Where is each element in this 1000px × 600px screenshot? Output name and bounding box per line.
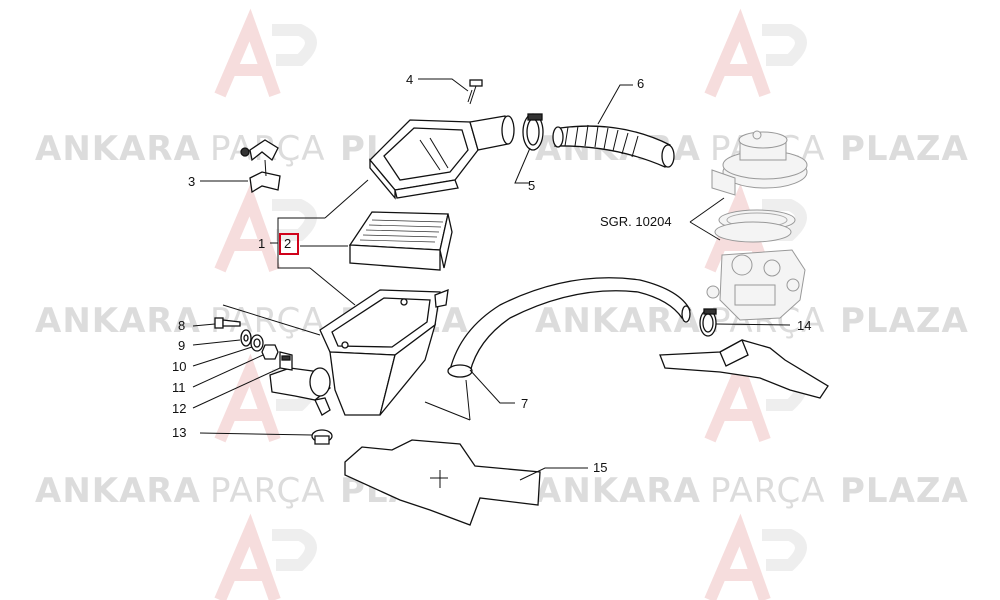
callout-3: 3	[188, 174, 195, 189]
watermark-word: PLAZA	[840, 301, 969, 341]
watermark-word: PARÇA	[210, 471, 326, 511]
callout-6: 6	[637, 76, 644, 91]
grommet-part-10	[250, 334, 264, 352]
watermark-word: ANKARA	[535, 471, 701, 511]
watermark-word: ANKARA	[35, 129, 201, 169]
nut-part-11	[261, 344, 279, 360]
callout-5: 5	[528, 178, 535, 193]
reference-label: SGR. 10204	[600, 214, 672, 229]
watermark-word: ANKARA	[35, 471, 201, 511]
bracket-part-3	[240, 139, 281, 194]
plug-part-13	[311, 429, 333, 445]
corrugated-hose-part-6	[552, 124, 675, 168]
callout-4: 4	[406, 72, 413, 87]
valve-part-12	[279, 351, 293, 371]
callout-1: 1	[258, 236, 265, 251]
insulation-pad-part-15	[344, 439, 541, 526]
watermark-logo	[214, 8, 317, 98]
watermark-logo	[704, 513, 807, 600]
callout-7: 7	[521, 396, 528, 411]
callout-14: 14	[797, 318, 811, 333]
washer-part-9	[240, 329, 252, 347]
callout-2: 2	[284, 236, 291, 251]
air-duct	[659, 339, 829, 399]
callout-15: 15	[593, 460, 607, 475]
watermark-word: PARÇA	[710, 471, 826, 511]
air-cleaner-housing	[269, 289, 449, 416]
highlight-box	[279, 233, 299, 255]
callout-11: 11	[172, 380, 186, 395]
callout-10: 10	[172, 359, 186, 374]
callout-13: 13	[172, 425, 186, 440]
callout-9: 9	[178, 338, 185, 353]
leader-lines	[192, 78, 791, 481]
callout-8: 8	[178, 318, 185, 333]
watermark-logo	[704, 8, 807, 98]
watermark-word: ANKARA	[35, 301, 201, 341]
air-filter-element	[348, 211, 453, 271]
callout-12: 12	[172, 401, 186, 416]
intake-hose-part-7	[447, 277, 691, 378]
air-cleaner-cover	[369, 115, 515, 200]
reference-carburetor-assembly	[706, 130, 808, 321]
watermark-word: PLAZA	[840, 471, 969, 511]
watermark-logo	[214, 513, 317, 600]
bolt-part-8	[214, 317, 241, 329]
watermark-word: PLAZA	[840, 129, 969, 169]
hose-clamp-part-5	[522, 113, 544, 151]
screw-part-4	[467, 79, 483, 105]
hose-clamp-part-14	[699, 308, 717, 337]
callout-labels: 1 2 3 4 5 6 7 8 9 10 11 12 13 14 15 SGR.…	[172, 72, 811, 475]
